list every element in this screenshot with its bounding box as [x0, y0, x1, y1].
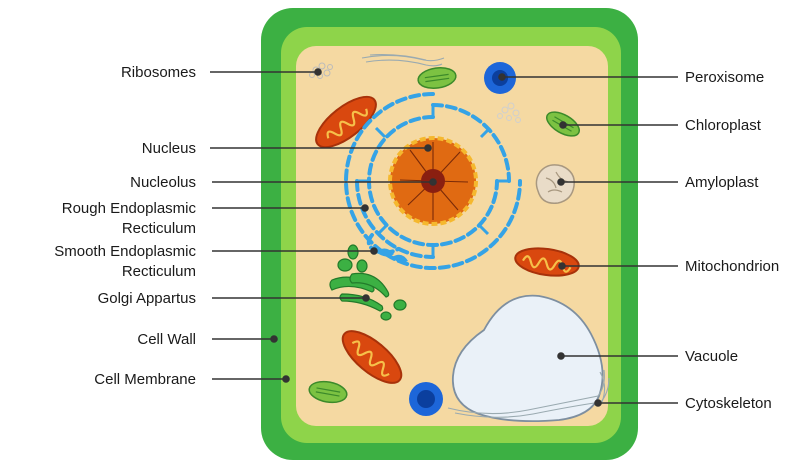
label-rough-er-line1: Rough Endoplasmic	[62, 200, 197, 217]
label-ribosomes: Ribosomes	[121, 64, 196, 81]
label-peroxisome: Peroxisome	[685, 69, 764, 86]
label-rough-er-line2: Recticulum	[122, 220, 196, 237]
label-nucleus: Nucleus	[142, 140, 196, 157]
label-mitochondrion: Mitochondrion	[685, 258, 779, 275]
label-smooth-er-line2: Recticulum	[122, 263, 196, 280]
amyloplast	[536, 165, 574, 203]
label-cell-wall: Cell Wall	[137, 331, 196, 348]
peroxisome-bottom	[409, 382, 443, 416]
label-vacuole: Vacuole	[685, 348, 738, 365]
label-chloroplast: Chloroplast	[685, 117, 762, 134]
label-amyloplast: Amyloplast	[685, 174, 759, 191]
label-golgi: Golgi Appartus	[98, 290, 196, 307]
label-smooth-er-line1: Smooth Endoplasmic	[54, 243, 196, 260]
label-nucleolus: Nucleolus	[130, 174, 196, 191]
label-cell-membrane: Cell Membrane	[94, 371, 196, 388]
label-cytoskeleton: Cytoskeleton	[685, 395, 772, 412]
